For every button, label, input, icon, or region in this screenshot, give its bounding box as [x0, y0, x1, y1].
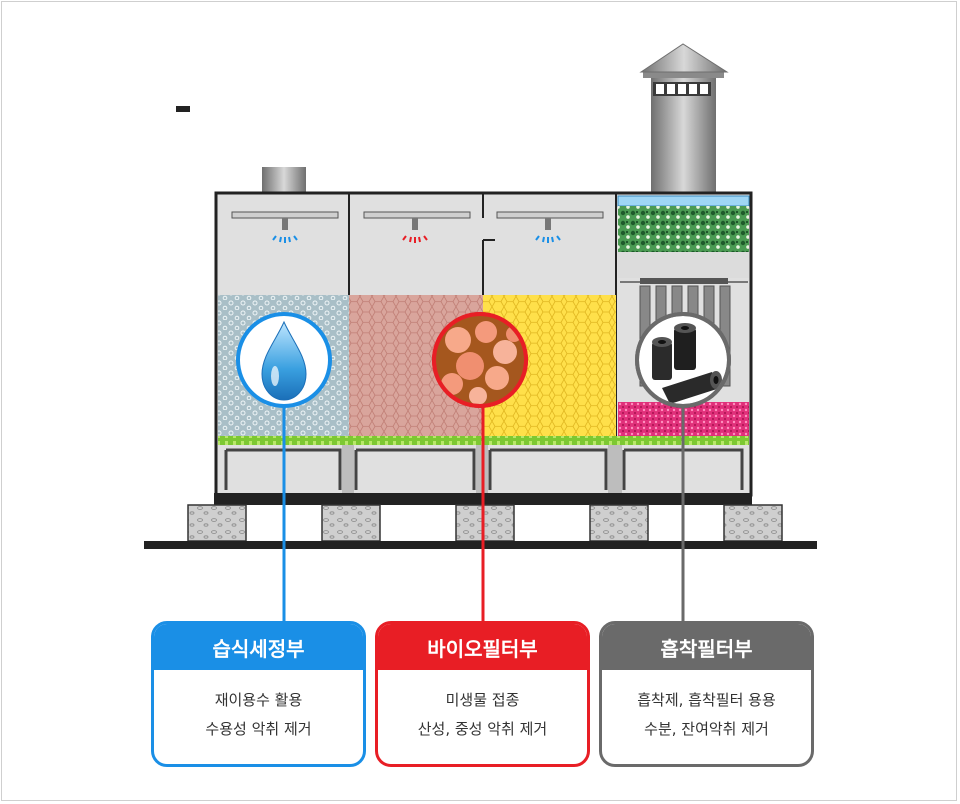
wet-scrubber-card: 습식세정부 재이용수 활용 수용성 악취 제거: [151, 621, 366, 767]
adsorb-top-filter: [617, 195, 750, 207]
activated-carbon-icon: [635, 312, 731, 408]
water-drop-icon: [236, 312, 332, 408]
wet-scrubber-desc-1: 재이용수 활용: [214, 691, 303, 709]
adsorb-media: [618, 206, 749, 252]
biofilter-card: 바이오필터부 미생물 접종 산성, 중성 악취 제거: [375, 621, 590, 767]
biofilter-desc-1: 미생물 접종: [445, 691, 520, 709]
wet-exhaust-pipe: [262, 167, 306, 195]
dash-mark: [176, 106, 190, 112]
chimney: [639, 43, 729, 194]
microbe-icon: [432, 312, 528, 408]
adsorption-title: 흡착필터부: [602, 624, 811, 670]
adsorption-desc-1: 흡착제, 흡착필터 용용: [637, 691, 776, 709]
foundation-blocks: [187, 504, 783, 542]
wet-scrubber-title: 습식세정부: [154, 624, 363, 670]
adsorption-card: 흡착필터부 흡착제, 흡착필터 용용 수분, 잔여악취 제거: [599, 621, 814, 767]
spray-header-bio2: [496, 211, 604, 243]
spray-header-wet: [231, 211, 339, 243]
ground-line: [144, 541, 817, 549]
spray-header-bio1: [363, 211, 471, 243]
wet-scrubber-desc-2: 수용성 악취 제거: [205, 720, 312, 738]
adsorption-desc-2: 수분, 잔여악취 제거: [644, 720, 769, 738]
biofilter-title: 바이오필터부: [378, 624, 587, 670]
sump-wet: [226, 448, 342, 490]
biofilter-desc-2: 산성, 중성 악취 제거: [417, 720, 548, 738]
